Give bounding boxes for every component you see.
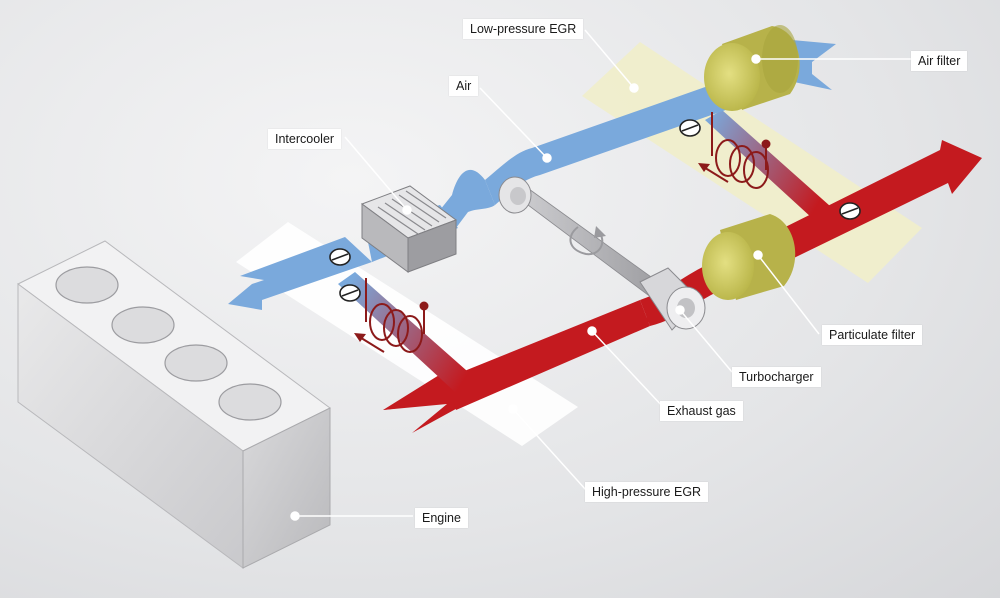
turbocharger [498,176,706,331]
valve-icon [339,284,361,302]
label-exhaust-gas: Exhaust gas [660,401,743,421]
label-engine: Engine [415,508,468,528]
egr-cooler-coil-icon [354,278,429,353]
valve-icon [839,202,861,220]
label-low-pressure-egr: Low-pressure EGR [463,19,584,39]
particulate-filter-unit [702,214,796,300]
label-turbocharger: Turbocharger [732,367,821,387]
egr-cooler-coil-icon [698,112,771,189]
label-air: Air [449,76,479,96]
valve-icon [329,248,351,266]
high-pressure-egr-flow [338,272,475,392]
label-high-pressure-egr: High-pressure EGR [585,482,709,502]
engine-cylinders [55,266,282,421]
leader-lines [290,29,914,521]
air-filter-unit [704,25,800,111]
rotation-arrow-icon [569,226,606,256]
valve-icon [679,119,701,137]
engine-block [17,240,331,569]
label-air-filter: Air filter [911,51,968,71]
label-particulate-filter: Particulate filter [822,325,923,345]
label-intercooler: Intercooler [268,129,342,149]
